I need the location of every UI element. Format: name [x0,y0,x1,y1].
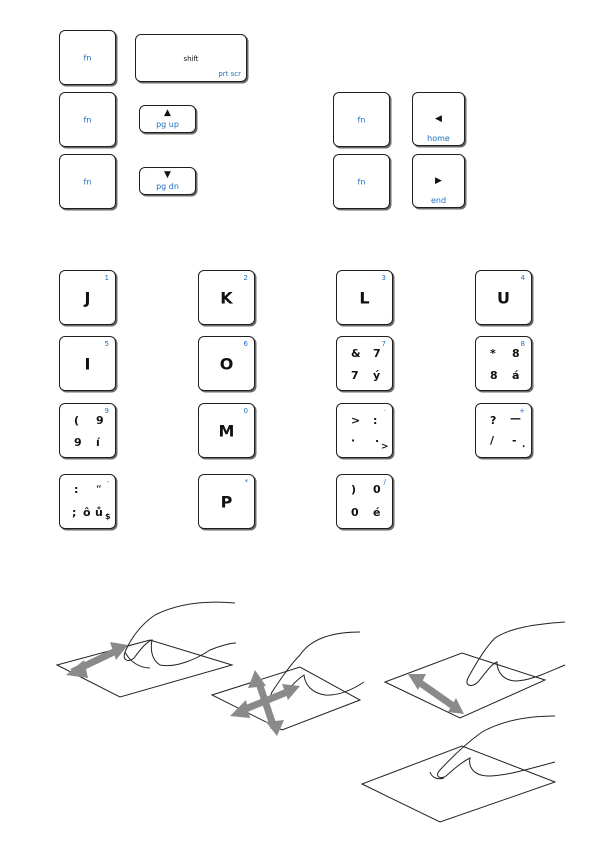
arrow-head-icon [230,700,250,718]
tap-gesture [362,716,555,822]
touchpad-outline [385,653,545,718]
two-finger-scroll-gesture [57,602,236,697]
hand-outline [467,622,565,685]
hand-outline [124,602,236,666]
hand-outline [438,716,555,778]
touchpad-outline [362,746,555,822]
arrow-head-icon [266,720,284,736]
touchpad-outline [212,667,360,730]
swipe-gesture [385,622,565,718]
